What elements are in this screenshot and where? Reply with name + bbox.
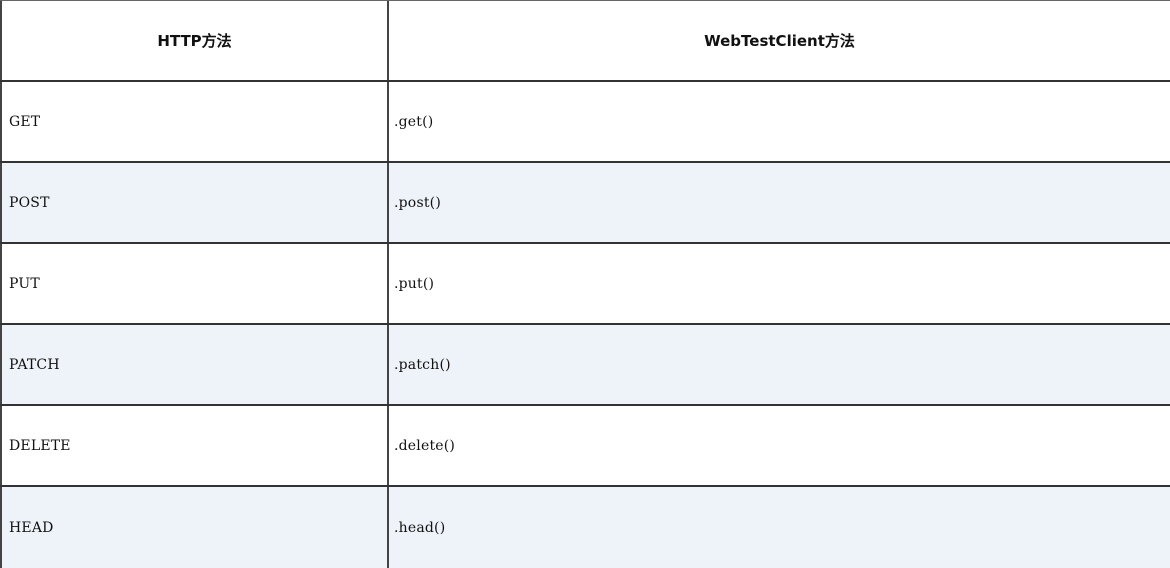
client-method-cell: .post() xyxy=(394,194,441,211)
client-method-cell: .get() xyxy=(394,113,434,130)
table-row: POST .post() xyxy=(0,163,1170,244)
table-row: PATCH .patch() xyxy=(0,325,1170,406)
http-method-cell: GET xyxy=(0,82,389,161)
table-row: HEAD .head() xyxy=(0,487,1170,568)
client-method-cell: .patch() xyxy=(394,356,451,373)
table-row: PUT .put() xyxy=(0,244,1170,325)
client-method-cell: .head() xyxy=(394,519,446,536)
http-method-cell: PATCH xyxy=(0,325,389,404)
table-header-row: HTTP方法 WebTestClient方法 xyxy=(0,0,1170,82)
table-row: DELETE .delete() xyxy=(0,406,1170,487)
client-method-cell: .delete() xyxy=(394,437,456,454)
http-method-cell: POST xyxy=(0,163,389,242)
client-method-cell: .put() xyxy=(394,275,435,292)
header-http-method: HTTP方法 xyxy=(0,1,389,80)
http-method-cell: PUT xyxy=(0,244,389,323)
http-method-cell: HEAD xyxy=(0,487,389,568)
http-method-cell: DELETE xyxy=(0,406,389,485)
table-row: GET .get() xyxy=(0,82,1170,163)
header-webtestclient-method: WebTestClient方法 xyxy=(704,32,855,50)
